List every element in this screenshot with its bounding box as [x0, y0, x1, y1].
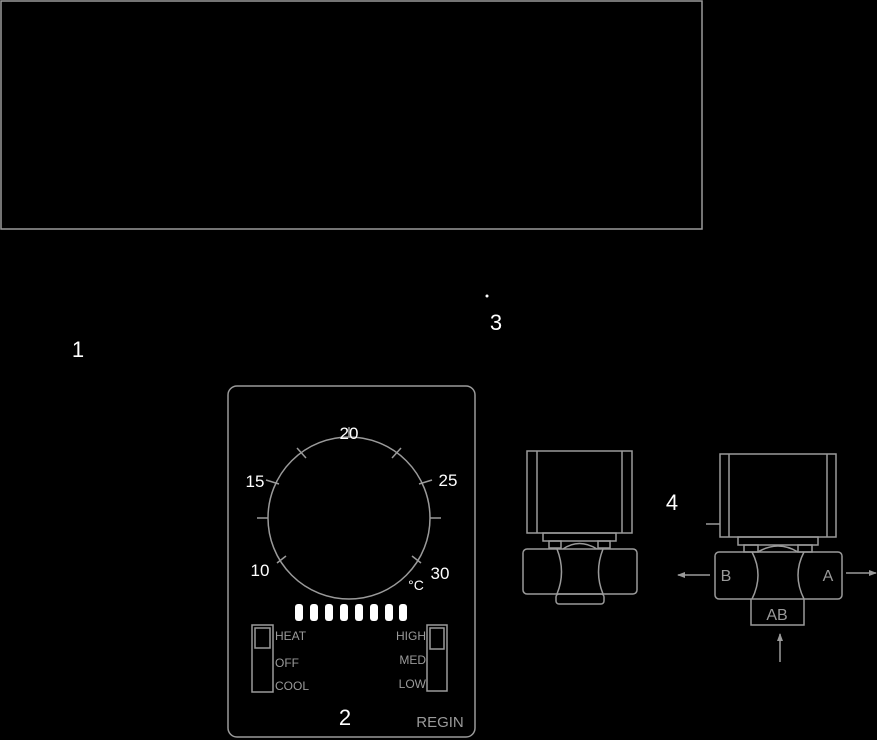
- flow-arrows: [677, 570, 877, 662]
- led-indicator: [295, 604, 303, 621]
- valve-body: [714, 551, 843, 600]
- led-indicator: [385, 604, 393, 621]
- dial-label-20: 20: [340, 424, 359, 443]
- actuator-base-plate: [542, 532, 617, 542]
- fan-switch-knob[interactable]: [429, 627, 445, 650]
- port-b-label: B: [721, 568, 732, 585]
- fan-speed-switch[interactable]: [426, 624, 448, 692]
- dial-label-10: 10: [251, 561, 270, 580]
- callout-3: 3: [490, 310, 502, 335]
- mode-cool-label: COOL: [275, 679, 309, 693]
- led-indicator: [310, 604, 318, 621]
- mode-switch-knob[interactable]: [254, 627, 271, 649]
- actuator-base-plate: [737, 536, 819, 546]
- led-indicator: [355, 604, 363, 621]
- fan-low-label: LOW: [399, 677, 427, 691]
- valve-actuator-front-view: [706, 453, 843, 626]
- callout-2: 2: [339, 705, 351, 730]
- led-indicator: [340, 604, 348, 621]
- port-ab-label: AB: [766, 607, 787, 624]
- room-thermostat: 20 15 25 10 30 °C HEAT OFF COOL HIGH MED: [227, 385, 476, 738]
- callout-4: 4: [666, 490, 678, 515]
- fan-med-label: MED: [399, 653, 426, 667]
- mode-switch-slot: [251, 624, 274, 693]
- led-indicator: [399, 604, 407, 621]
- top-panel-outline: [0, 0, 703, 230]
- brand-label: REGIN: [416, 714, 464, 731]
- valve-bottom-boss: [555, 593, 605, 605]
- mode-off-label: OFF: [275, 656, 299, 670]
- led-indicator: [325, 604, 333, 621]
- actuator-body: [526, 450, 633, 534]
- dial-unit-celsius: °C: [408, 577, 424, 593]
- dial-label-15: 15: [246, 472, 265, 491]
- thermostat-housing: [227, 385, 476, 738]
- sensor-dot: [485, 294, 489, 298]
- mode-heat-label: HEAT: [275, 629, 307, 643]
- dial-label-30: 30: [431, 564, 450, 583]
- valve-body: [522, 548, 638, 595]
- valve-actuator-side-view: [522, 450, 638, 605]
- port-ab-outlet: [750, 599, 805, 626]
- led-indicator: [370, 604, 378, 621]
- mode-switch[interactable]: [251, 624, 274, 693]
- port-a-label: A: [823, 568, 834, 585]
- fan-switch-slot: [426, 624, 448, 692]
- dial-ticks: [257, 427, 441, 564]
- dial-label-25: 25: [439, 471, 458, 490]
- temperature-dial: [267, 436, 431, 600]
- actuator-body: [719, 453, 837, 538]
- fan-high-label: HIGH: [396, 629, 426, 643]
- led-indicator-row: [295, 604, 407, 621]
- callout-1: 1: [72, 337, 84, 362]
